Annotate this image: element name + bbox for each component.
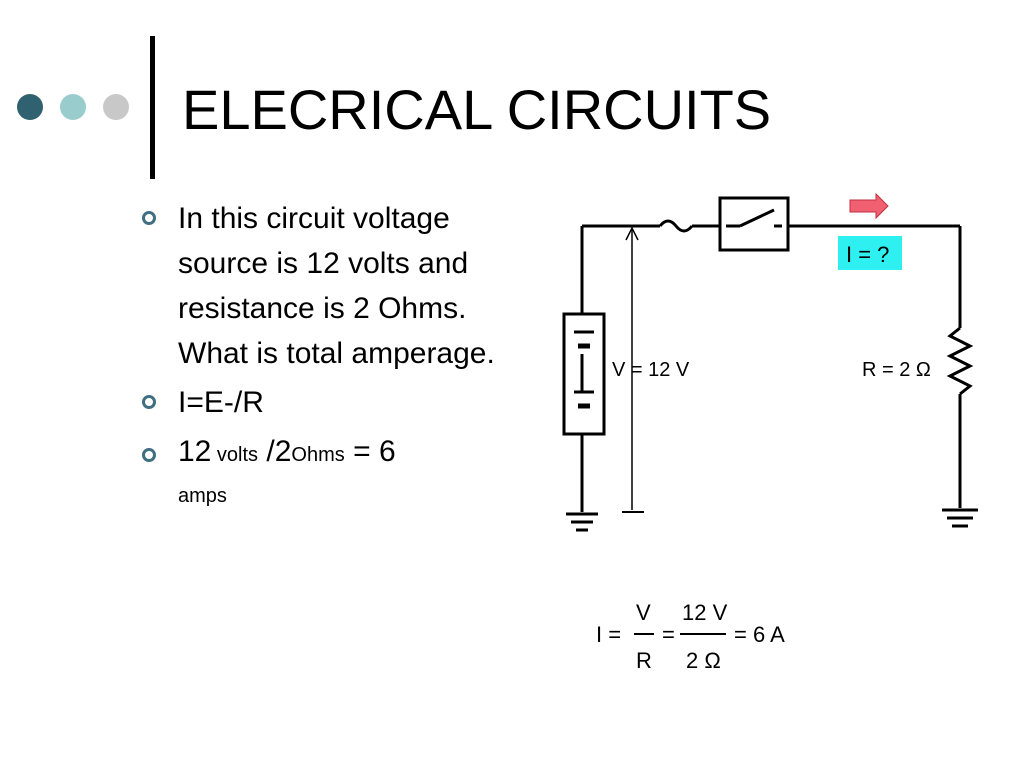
bullet-text-part: amps	[178, 485, 227, 507]
formula-eq1: =	[662, 622, 675, 647]
bullet-item: In this circuit voltage source is 12 vol…	[140, 196, 540, 376]
current-arrow-icon	[849, 192, 889, 220]
formula-frac2-num: 12 V	[682, 600, 728, 625]
current-label: I = ?	[846, 242, 889, 267]
bullet-ring-icon	[142, 448, 156, 462]
bullet-text-part: volts	[211, 444, 259, 466]
formula-result: = 6 A	[734, 622, 785, 647]
current-label-bg	[838, 236, 902, 270]
circuit-diagram: I = ? V = 12 V R = 2 Ω I = V R = 12 V 2 …	[562, 192, 978, 673]
formula-frac2-den: 2 Ω	[686, 648, 721, 673]
accent-dot-dark	[17, 94, 43, 120]
bullet-item: I=E-/R	[140, 380, 540, 425]
accent-dot-grey	[103, 94, 129, 120]
bullet-text-part: Ohms	[291, 444, 345, 466]
voltage-label: V = 12 V	[612, 359, 690, 381]
bullet-ring-icon	[142, 395, 156, 409]
accent-dot-teal	[60, 94, 86, 120]
bullet-item: 12 volts /2Ohms = 6 amps	[140, 429, 540, 515]
formula-frac1-num: V	[636, 600, 651, 625]
formula-lhs: I =	[596, 622, 621, 647]
switch-icon	[739, 208, 775, 228]
bullet-text-part: = 6	[344, 435, 396, 468]
resistor-icon	[946, 326, 974, 396]
ohms-law-formula: I = V R = 12 V 2 Ω = 6 A	[596, 600, 785, 673]
bullet-ring-icon	[142, 211, 156, 225]
slide-title: ELECRICAL CIRCUITS	[182, 78, 772, 141]
bullet-text: In this circuit voltage source is 12 vol…	[178, 202, 495, 370]
resistance-label: R = 2 Ω	[862, 359, 931, 381]
fuse-icon	[658, 219, 694, 233]
battery-icon	[562, 312, 606, 436]
bullet-text-part: /2	[258, 435, 292, 468]
bullet-text: I=E-/R	[178, 386, 264, 419]
formula-frac1-den: R	[636, 648, 652, 673]
bullet-list: In this circuit voltage source is 12 vol…	[140, 196, 540, 519]
bullet-text-part: 12	[178, 435, 212, 468]
title-divider	[150, 36, 155, 179]
switch-box	[718, 196, 790, 252]
